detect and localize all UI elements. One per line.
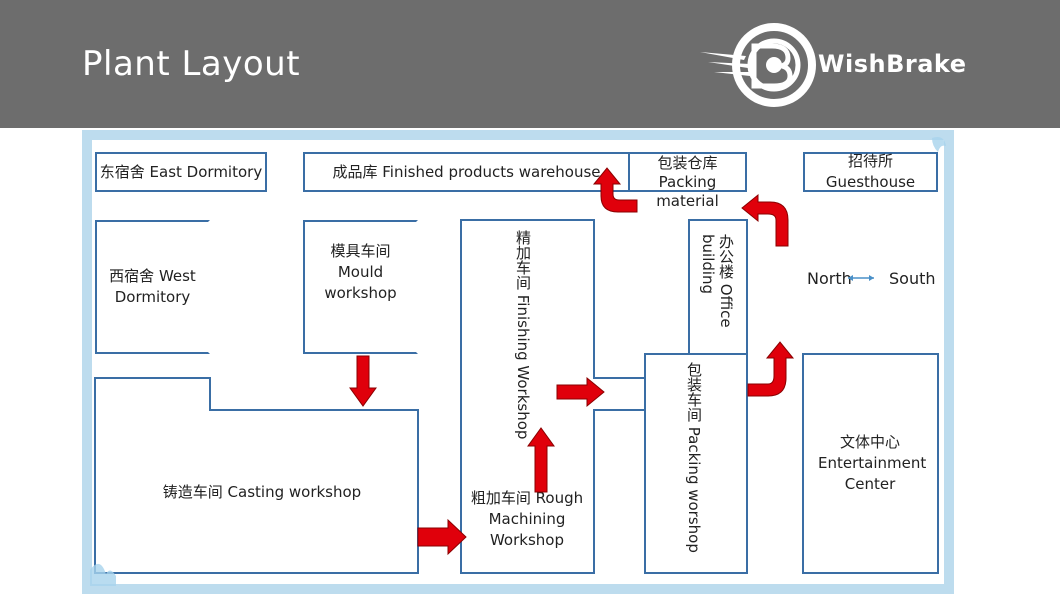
east-dormitory: 东宿舍 East Dormitory [95, 152, 267, 192]
entertainment-center-label: 文体中心 Entertainment Center [818, 433, 927, 493]
plant-layout-diagram: 东宿舍 East Dormitory 成品库 Finished products… [82, 130, 954, 594]
flow-arrows [349, 167, 795, 556]
decorative-splashes [90, 137, 946, 586]
diagram-frame [82, 130, 954, 594]
mould-workshop: 模具车间 Mould workshop [303, 220, 418, 354]
rough-machining-workshop-label: 粗加车间 Rough Machining Workshop [470, 489, 584, 549]
west-dormitory-label: 西宿舍 West Dormitory [109, 267, 196, 306]
flow-arrow-casting-to-rough [417, 518, 467, 556]
packing-material-label-en: Packing material [656, 173, 719, 210]
slide-title: Plant Layout [82, 44, 301, 84]
office-building-label: 办公楼 Office building [699, 234, 735, 328]
compass-arrow-icon [848, 275, 874, 281]
wishbrake-logo: WishBrake [698, 22, 966, 108]
brand-name: WishBrake [818, 50, 967, 78]
flow-arrow-to-finished-warehouse [592, 167, 638, 213]
flow-arrow-packing-out [747, 341, 795, 397]
casting-workshop-label: 铸造车间 Casting workshop [162, 483, 362, 501]
flow-arrow-to-packing-material [741, 193, 789, 247]
slide-header: Plant Layout WishBrake [0, 0, 1060, 128]
east-dormitory-label: 东宿舍 East Dormitory [99, 162, 263, 181]
guesthouse: 招待所Guesthouse [803, 152, 938, 192]
flow-arrow-mould-to-casting [349, 355, 377, 407]
mould-workshop-label: 模具车间 Mould workshop [324, 241, 397, 302]
packing-material-label-cn: 包装仓库 [657, 154, 718, 172]
west-dormitory: 西宿舍 West Dormitory [95, 220, 210, 354]
compass-south: South [889, 269, 936, 288]
flow-arrow-rough-to-finishing [527, 427, 555, 493]
finishing-workshop-label: 精加车间 Finishing Workshop [514, 230, 532, 440]
entertainment-center-outline [802, 353, 939, 574]
finished-products-warehouse-label: 成品库 Finished products warehouse [332, 162, 601, 181]
flow-arrow-finishing-to-packing [556, 376, 605, 408]
guesthouse-label: 招待所Guesthouse [825, 152, 916, 191]
office-building-outline [688, 219, 748, 355]
packing-workshop-label: 包装车间 Packing worshop [685, 362, 703, 553]
brake-disc-icon [700, 23, 816, 107]
packing-material-warehouse: 包装仓库 Packing material [628, 152, 747, 210]
compass-north: North [807, 269, 852, 288]
finished-products-warehouse: 成品库 Finished products warehouse [303, 152, 630, 192]
